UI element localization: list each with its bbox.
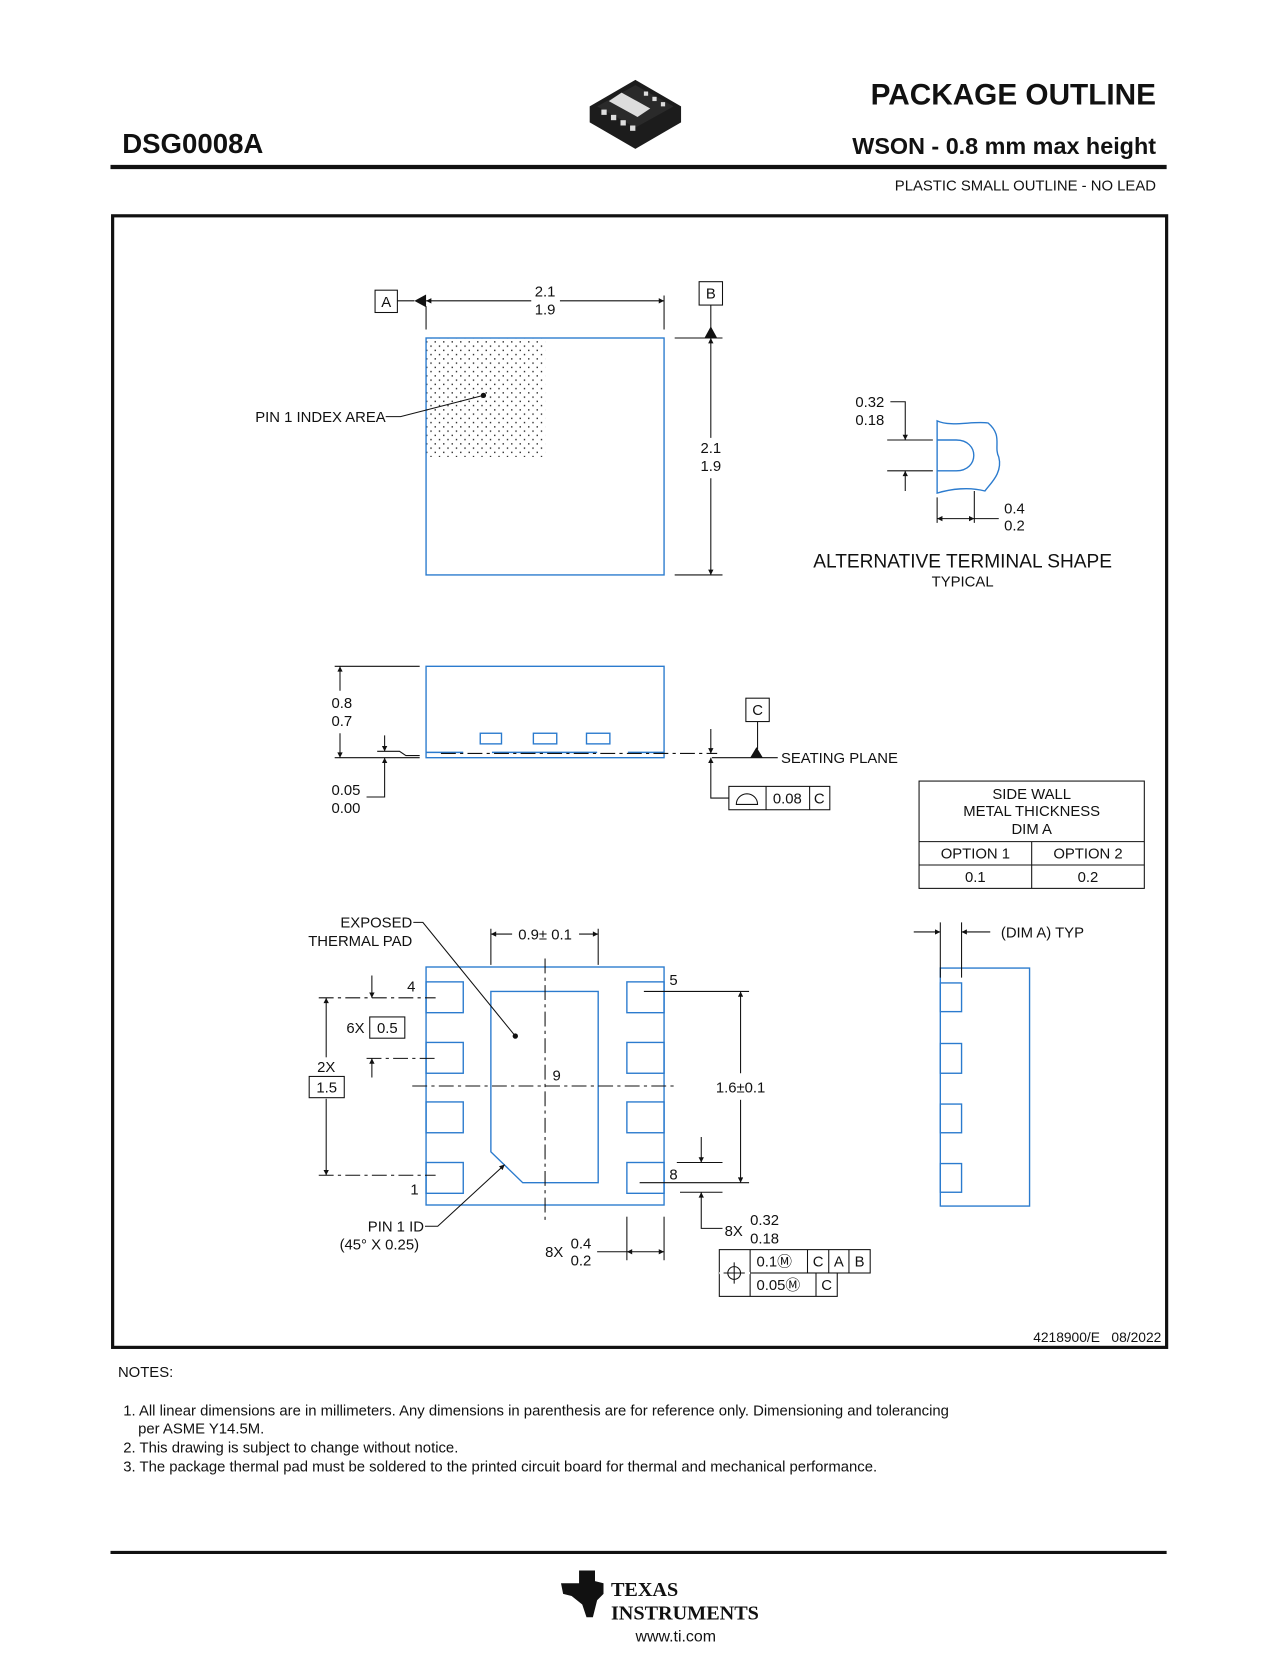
alt-dim1-max: 0.32 [855, 395, 884, 411]
package-code: DSG0008A [122, 128, 263, 159]
pin1-index-label: PIN 1 INDEX AREA [255, 410, 386, 426]
thermal-pad-label: EXPOSED [340, 916, 412, 932]
alt-terminal-title: ALTERNATIVE TERMINAL SHAPE [813, 552, 1112, 573]
datum-c: C [752, 703, 763, 719]
pitch-count: 6X [346, 1021, 364, 1037]
side-view: 0.8 0.7 0.05 0.00 C SEATING PLANE 0.08 C [332, 665, 898, 817]
logo-instruments: INSTRUMENTS [611, 1602, 759, 1624]
lead-width-count: 8X [725, 1224, 743, 1240]
alternative-terminal-detail: 0.32 0.18 0.4 0.2 ALTERNATIVE TERMINAL S… [813, 395, 1112, 591]
seating-plane-label: SEATING PLANE [781, 751, 898, 767]
table-cell: 0.2 [1078, 870, 1099, 886]
package-description: PLASTIC SMALL OUTLINE - NO LEAD [895, 178, 1156, 194]
datum-ref: C [813, 1255, 824, 1271]
lead-width-min: 0.18 [750, 1231, 779, 1247]
document-number: 4218900/E 08/2022 [1033, 1329, 1161, 1345]
lead-width-max: 0.32 [750, 1213, 779, 1229]
dim-a-view: (DIM A) TYP [913, 922, 1084, 1207]
datum-ref: C [821, 1278, 832, 1294]
note-item: 1. All linear dimensions are in millimet… [123, 1403, 949, 1419]
top-view: A 2.1 1.9 B 2.1 1.9 PIN 1 INDEX AREA [255, 281, 724, 576]
pin-label-8: 8 [669, 1168, 677, 1184]
standoff-min: 0.00 [332, 801, 361, 817]
datum-b: B [706, 287, 716, 303]
dim-a-label: (DIM A) TYP [1001, 925, 1084, 941]
height-min: 1.9 [700, 459, 721, 475]
exposed-thermal-pad [490, 990, 599, 1184]
width-min: 1.9 [535, 303, 556, 319]
top-view-outline [425, 337, 665, 576]
table-header-line: METAL THICKNESS [963, 804, 1100, 820]
standoff-max: 0.05 [332, 783, 361, 799]
alt-dim2-min: 0.2 [1004, 518, 1025, 534]
table-header-line: DIM A [1011, 822, 1052, 838]
page-title: PACKAGE OUTLINE [871, 78, 1156, 111]
lead-length-max: 0.4 [571, 1237, 592, 1253]
datum-ref: A [834, 1255, 844, 1271]
flatness-datum: C [814, 791, 825, 807]
datum-ref: B [855, 1255, 865, 1271]
pin-label-9: 9 [553, 1069, 561, 1085]
position-symbol-icon [723, 1262, 745, 1284]
span-count: 2X [317, 1060, 335, 1076]
note-item: per ASME Y14.5M. [138, 1421, 264, 1437]
width-max: 2.1 [535, 285, 556, 301]
thermal-pad-width: 0.9± 0.1 [518, 927, 572, 943]
note-item: 3. The package thermal pad must be solde… [123, 1460, 877, 1476]
package-3d-icon [589, 79, 682, 149]
pin1-id-label: PIN 1 ID [368, 1220, 424, 1236]
table-column-header: OPTION 1 [941, 847, 1010, 863]
ti-logo: TEXAS INSTRUMENTS [561, 1570, 759, 1624]
height-max-side: 0.8 [332, 696, 353, 712]
table-header-line: SIDE WALL [992, 787, 1071, 803]
table-cell: 0.1 [965, 870, 986, 886]
lead-length-count: 8X [545, 1245, 563, 1261]
notes-title: NOTES: [118, 1365, 173, 1381]
pin-label-5: 5 [669, 973, 677, 989]
position-tolerance-1: 0.1Ⓜ [757, 1254, 793, 1271]
alt-dim2-max: 0.4 [1004, 501, 1025, 517]
pin1-index-area [426, 338, 546, 457]
height-min-side: 0.7 [332, 714, 353, 730]
note-item: 2. This drawing is subject to change wit… [123, 1441, 458, 1457]
thermal-pad-label: THERMAL PAD [308, 934, 412, 950]
thermal-pad-height: 1.6±0.1 [716, 1080, 765, 1096]
alt-dim1-min: 0.18 [855, 413, 884, 429]
bottom-view: EXPOSED THERMAL PAD 0.9± 0.1 4 5 1 8 9 6… [308, 916, 871, 1297]
pin1-id-chamfer: (45° X 0.25) [340, 1238, 420, 1254]
datum-a: A [381, 295, 391, 311]
pitch-value: 0.5 [377, 1021, 398, 1037]
pin-label-1: 1 [410, 1182, 418, 1198]
alt-terminal-subtitle: TYPICAL [932, 575, 994, 591]
span-value: 1.5 [316, 1080, 337, 1096]
logo-texas: TEXAS [611, 1579, 678, 1601]
position-tolerance-frame: 0.1Ⓜ C A B 0.05Ⓜ C [718, 1249, 871, 1297]
package-subtitle: WSON - 0.8 mm max height [852, 133, 1156, 159]
lead-length-min: 0.2 [571, 1254, 592, 1270]
side-wall-table: SIDE WALL METAL THICKNESS DIM A OPTION 1… [918, 780, 1145, 889]
side-view-outline [425, 665, 665, 759]
height-max: 2.1 [700, 441, 721, 457]
flatness-value: 0.08 [773, 791, 802, 807]
drawing-frame [111, 214, 1169, 1349]
pin-label-4: 4 [407, 979, 415, 995]
table-column-header: OPTION 2 [1053, 847, 1122, 863]
position-tolerance-2: 0.05Ⓜ [757, 1277, 801, 1294]
website-link[interactable]: www.ti.com [634, 1629, 716, 1646]
profile-of-surface-icon [735, 793, 759, 805]
